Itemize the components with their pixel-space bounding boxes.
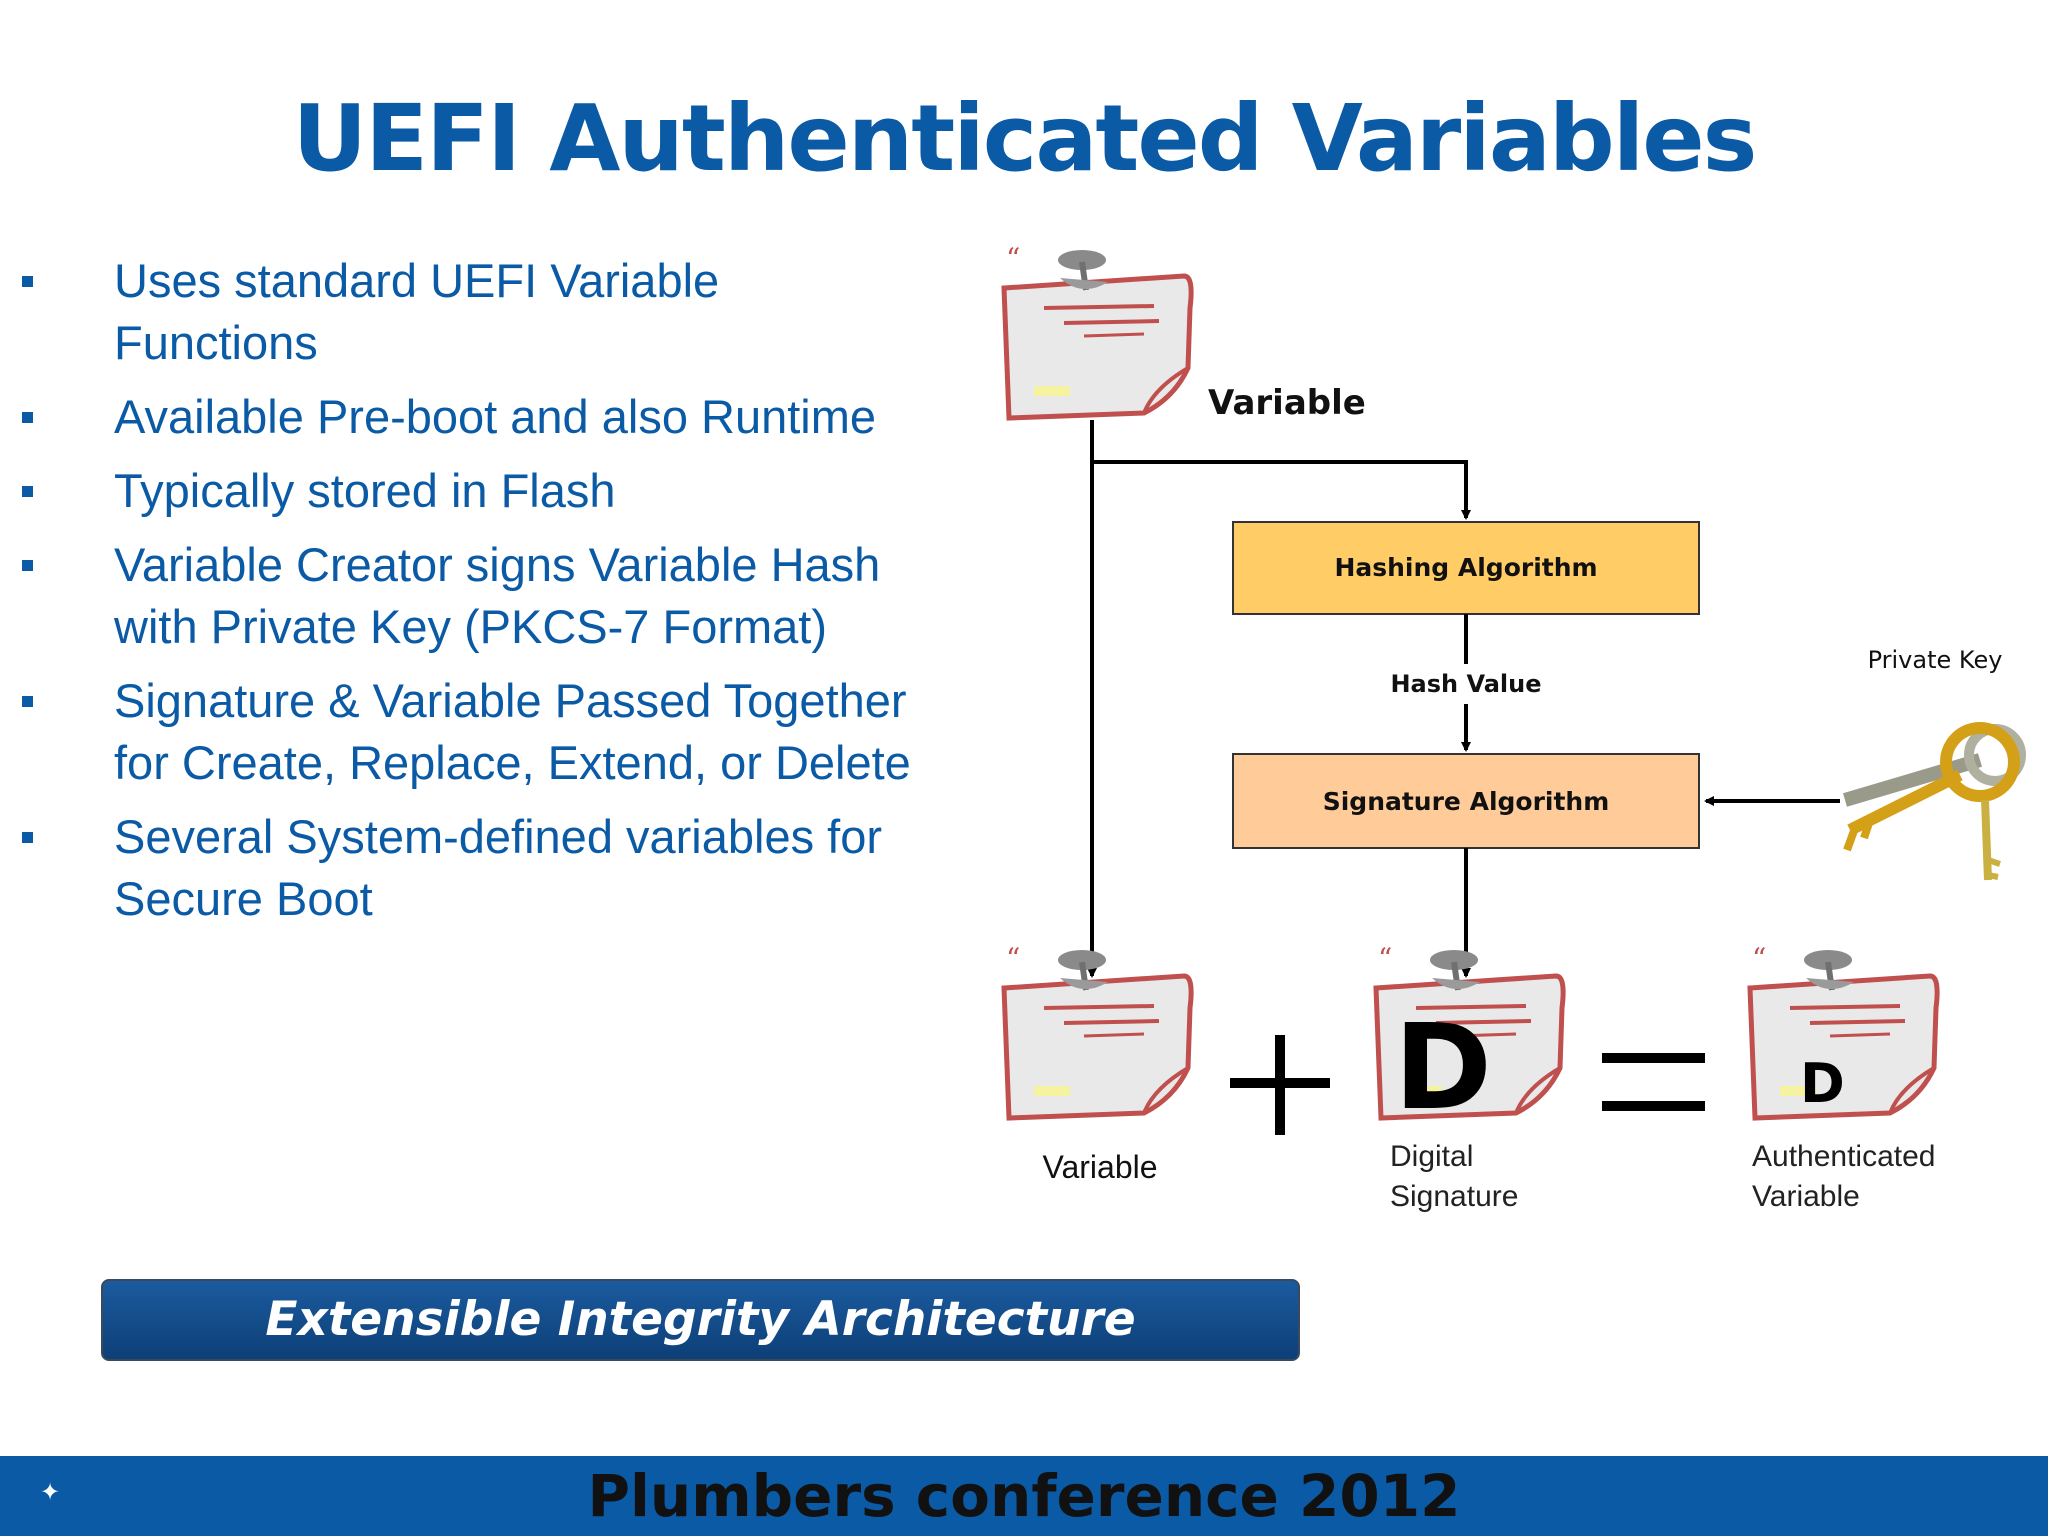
- signature-algorithm-box: [1232, 753, 1700, 849]
- variable-to-hash-arrow: [1092, 460, 1471, 520]
- bullet-item: Typically stored in Flash: [22, 460, 952, 522]
- bullet-item: Several System-defined variables for Sec…: [22, 806, 944, 930]
- bullet-item: Variable Creator signs Variable Hash wit…: [22, 534, 934, 658]
- signature-letter: D: [1394, 998, 1492, 1136]
- plus-sign: [1230, 1035, 1330, 1135]
- footer-bar: ✦ Plumbers conference 2012: [0, 1456, 2048, 1536]
- authenticated-label-line2: Variable: [1752, 1180, 1860, 1213]
- signature-algorithm-label: Signature Algorithm: [1323, 787, 1610, 816]
- slide-title: UEFI Authenticated Variables: [292, 85, 1758, 192]
- variable-note-icon: [1004, 242, 1191, 418]
- hashing-algorithm-box: [1232, 521, 1700, 615]
- private-key-label: Private Key: [1868, 646, 2003, 674]
- bullet-list: Uses standard UEFI Variable Functions Av…: [22, 250, 952, 942]
- digital-signature-label-line2: Signature: [1390, 1180, 1518, 1213]
- bullet-item: Available Pre-boot and also Runtime: [22, 386, 952, 448]
- authenticated-label-line1: Authenticated: [1752, 1140, 1935, 1173]
- auth-letter: D: [1800, 1052, 1845, 1115]
- footer-text: Plumbers conference 2012: [587, 1462, 1461, 1530]
- variable-note-icon: [1004, 942, 1191, 1118]
- bullet-item: Signature & Variable Passed Together for…: [22, 670, 954, 794]
- bottom-variable-label: Variable: [1042, 1149, 1157, 1185]
- equals-sign: [1602, 1053, 1705, 1111]
- variable-top-label: Variable: [1208, 383, 1366, 423]
- architecture-banner: Extensible Integrity Architecture: [101, 1279, 1300, 1361]
- logo-icon: ✦: [40, 1478, 61, 1506]
- hash-value-label: Hash Value: [1390, 670, 1541, 698]
- hashing-algorithm-label: Hashing Algorithm: [1334, 553, 1597, 582]
- digital-signature-label-line1: Digital: [1390, 1140, 1473, 1173]
- keys-icon: [1843, 722, 2026, 881]
- bullet-item: Uses standard UEFI Variable Functions: [22, 250, 774, 374]
